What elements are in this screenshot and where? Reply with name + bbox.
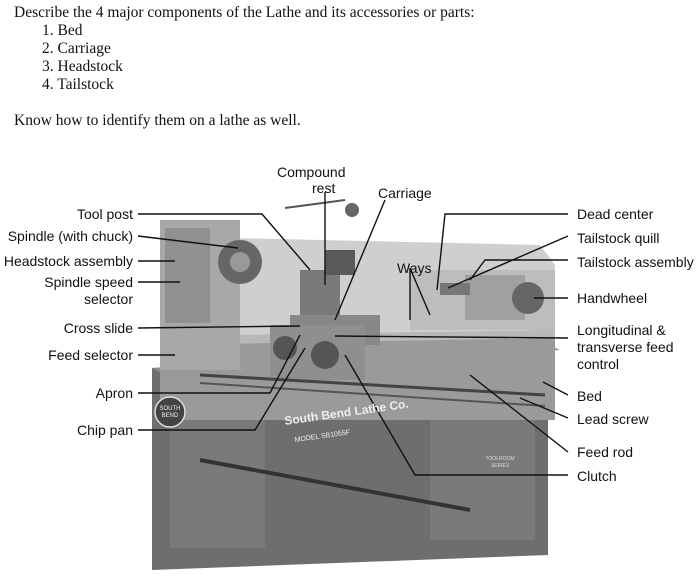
list-item: 2. Carriage	[42, 40, 111, 57]
label-compound-2: rest	[312, 180, 336, 196]
list-item: 1. Bed	[42, 22, 83, 39]
parts-list: 1. Bed 2. Carriage 3. Headstock 4. Tails…	[42, 22, 123, 94]
series-line-2: SERIES	[491, 463, 510, 469]
list-item: 4. Tailstock	[42, 76, 114, 93]
label-longitudinal-2: transverse feed	[577, 339, 674, 355]
list-item: 3. Headstock	[42, 58, 123, 75]
series-line-1: TOOLROOM	[485, 456, 514, 462]
label-ways: Ways	[397, 260, 432, 276]
label-longitudinal: Longitudinal &	[577, 322, 666, 338]
label-tool-post: Tool post	[76, 206, 133, 222]
label-cross-slide: Cross slide	[63, 320, 133, 336]
label-compound: Compound	[277, 164, 346, 180]
label-headstock-assembly: Headstock assembly	[3, 253, 133, 269]
lathe-illustration: South Bend Lathe Co. MODEL SB1055F SOUTH…	[137, 192, 569, 570]
label-tailstock-assembly: Tailstock assembly	[577, 254, 694, 270]
badge-line-2: BEND	[162, 413, 179, 419]
label-spindle-speed-2: selector	[83, 291, 133, 307]
label-spindle-speed: Spindle speed	[44, 274, 133, 290]
label-longitudinal-3: control	[577, 356, 620, 372]
label-lead-screw: Lead screw	[577, 411, 649, 427]
label-feed-selector: Feed selector	[48, 347, 133, 363]
question-text: Describe the 4 major components of the L…	[14, 4, 475, 21]
badge-line-1: SOUTH	[160, 406, 181, 412]
label-carriage: Carriage	[378, 185, 432, 201]
label-tailstock-quill: Tailstock quill	[577, 230, 660, 246]
label-clutch: Clutch	[577, 468, 617, 484]
label-apron: Apron	[95, 385, 133, 401]
label-handwheel: Handwheel	[577, 290, 648, 306]
badge-seal	[154, 396, 186, 428]
label-spindle: Spindle (with chuck)	[7, 228, 133, 244]
note-text: Know how to identify them on a lathe as …	[14, 112, 301, 129]
lathe-diagram: South Bend Lathe Co. MODEL SB1055F SOUTH…	[0, 150, 700, 583]
label-feed-rod: Feed rod	[577, 444, 634, 460]
label-dead-center: Dead center	[577, 206, 654, 222]
label-chip-pan: Chip pan	[76, 422, 133, 438]
label-bed: Bed	[577, 388, 602, 404]
